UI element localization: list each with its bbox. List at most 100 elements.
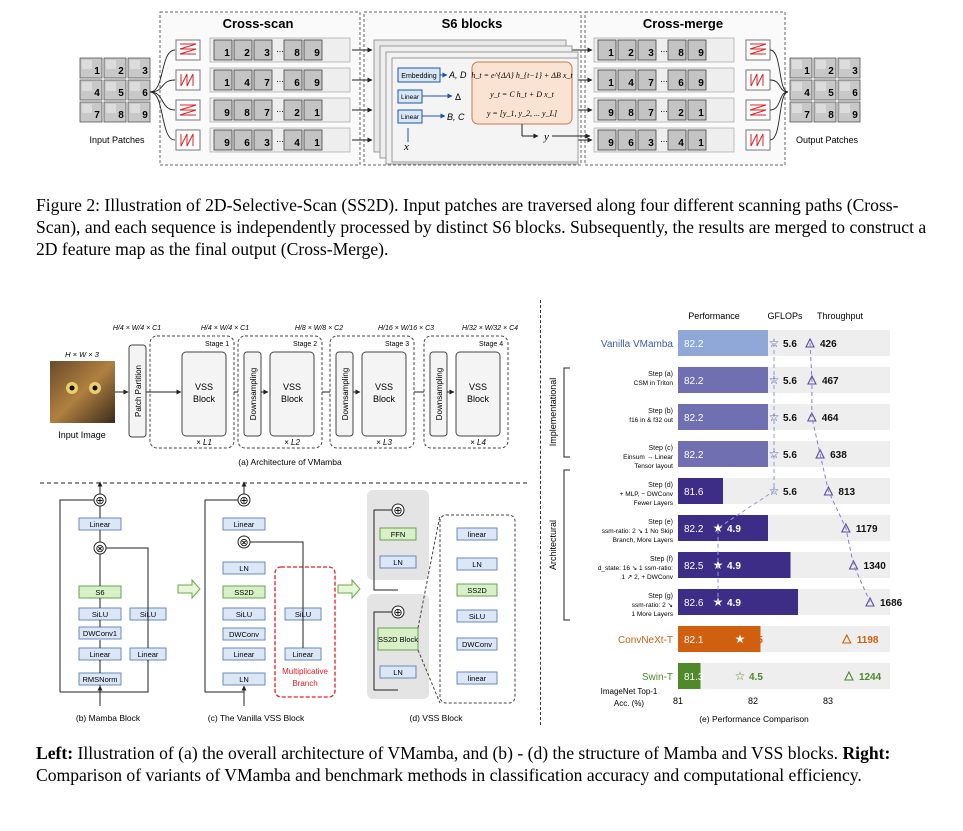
merge-sequence-patch — [637, 129, 657, 151]
scan-sequence-patch — [283, 69, 303, 91]
merge-sequence-number: 8 — [628, 108, 634, 119]
merge-ellipsis: ... — [660, 104, 668, 114]
mamba-silu-label: SiLU — [92, 610, 108, 619]
merge-sequence-number: 1 — [608, 48, 614, 59]
scan-path-arrows — [180, 73, 194, 87]
vss-d-detail-ln-box — [456, 557, 498, 571]
transition-arrow — [337, 578, 361, 600]
accuracy-value: 82.2 — [684, 339, 704, 350]
row-step-detail: Branch, More Layers — [613, 537, 674, 544]
input-grid-patch-number: 2 — [118, 66, 124, 77]
merge-sequence-number: 2 — [678, 108, 684, 119]
row-label: ConvNeXt-T — [618, 635, 673, 646]
input-image-label: Input Image — [58, 430, 106, 440]
stage-name: Stage 2 — [293, 341, 317, 348]
input-grid-patch-shade — [106, 104, 116, 113]
row-step-detail: ssm-ratio: 2 ↘ — [632, 602, 673, 609]
mamba-linear-label: Linear — [90, 650, 111, 659]
merge-sequence-number: 4 — [628, 78, 634, 89]
stage-name: Stage 1 — [205, 341, 229, 348]
merge-sequence-patch — [617, 99, 637, 121]
caption-left-bold: Left: — [36, 743, 74, 763]
throughput-trend-line — [809, 342, 871, 603]
vss-dwconv-box — [222, 627, 266, 641]
figure-3-architecture: H × W × 3 Input Image Patch Partition H/… — [40, 325, 527, 723]
input-dims: H × W × 3 — [65, 350, 100, 359]
merge-sequence-patch — [637, 39, 657, 61]
stage-repeat: × L1 — [196, 438, 212, 447]
merge-sequence-patch — [597, 129, 617, 151]
scan-sequence-strip — [209, 97, 351, 123]
accuracy-bar — [678, 626, 761, 652]
row-label: Swin-T — [642, 672, 673, 683]
mamba-s6-label: S6 — [95, 588, 104, 597]
accuracy-value: 82.1 — [684, 635, 704, 646]
multiplicative-label-1: Multiplicative — [282, 667, 328, 676]
vss-d-add-top-symbol: ⊕ — [393, 505, 402, 517]
vss-d-detail-dwconv-label: DWConv — [462, 640, 492, 649]
scan-sequence-strip — [209, 37, 351, 63]
merge-sequence-patch — [667, 99, 687, 121]
input-grid-patch-shade — [130, 60, 140, 69]
output-grid-patch-shade — [792, 60, 802, 69]
scan-sequence-number: 9 — [314, 48, 320, 59]
merge-sequence-patch — [687, 39, 707, 61]
scan-sequence-patch — [253, 39, 273, 61]
vss-d-ffn-box — [379, 527, 417, 541]
throughput-value: 1198 — [857, 635, 879, 646]
vss-block-box — [269, 351, 315, 437]
row-step-detail: Einsum → Linear — [623, 454, 674, 461]
multiplicative-label-2: Branch — [292, 679, 317, 688]
scan-path-icon — [175, 129, 201, 151]
throughput-value: 467 — [822, 376, 839, 387]
input-grid-patch-number: 9 — [142, 110, 148, 121]
figure-2-caption-text: Figure 2: Illustration of 2D-Selective-S… — [36, 195, 927, 259]
throughput-value: 813 — [838, 487, 855, 498]
input-branch-line — [149, 91, 176, 141]
throughput-value: 1686 — [880, 598, 903, 609]
accuracy-bar — [678, 552, 791, 578]
linear-label-2: Linear — [401, 114, 420, 121]
divider-vertical — [540, 300, 541, 725]
chart-subcaption: (e) Performance Comparison — [699, 714, 809, 724]
vss-block-label: VSS — [375, 382, 393, 392]
merge-path-arrows — [749, 43, 767, 55]
throughput-value: 1340 — [864, 561, 887, 572]
accuracy-bar — [678, 515, 768, 541]
multiplicative-branch-frame — [274, 566, 336, 698]
s6-delta-label: Δ — [455, 92, 461, 102]
vss-d-ln-bottom-label: LN — [393, 668, 403, 677]
scan-sequence-patch — [253, 69, 273, 91]
merge-sequence-number: 1 — [698, 138, 704, 149]
vss-d-skip-bottom — [373, 611, 398, 691]
gflops-marker: ☆ — [769, 447, 780, 461]
row-step-detail: ssm-ratio: 2 ↘ 1 No Skip — [602, 528, 674, 535]
output-grid-patch-shade — [816, 104, 826, 113]
output-grid-patch-number: 3 — [852, 66, 858, 77]
vss-block-box — [181, 351, 227, 437]
output-grid-patch-number: 6 — [852, 88, 858, 99]
stage-repeat: × L4 — [470, 438, 486, 447]
gflops-value: 4.9 — [727, 561, 741, 572]
vss-ss2d-label: SS2D — [234, 588, 254, 597]
merge-sequence-number: 9 — [698, 78, 704, 89]
merge-path-arrows — [750, 133, 764, 147]
accuracy-value: 82.2 — [684, 524, 704, 535]
downsampling-label: Downsampling — [249, 368, 258, 420]
scan-sequence-patch — [283, 39, 303, 61]
scan-sequence-number: 9 — [224, 138, 230, 149]
mamba-branch-input — [100, 660, 149, 693]
feature-dims-label: H/4 × W/4 × C1 — [201, 325, 249, 332]
input-grid-patch-shade — [82, 60, 92, 69]
vss-d-detail-ss2d-box — [456, 583, 498, 597]
gflops-value: 4.9 — [727, 598, 741, 609]
vss-d-ffn-label: FFN — [391, 530, 406, 539]
feature-dims-label: H/32 × W/32 × C4 — [462, 325, 518, 332]
vss-skip — [204, 499, 244, 693]
throughput-marker — [848, 559, 859, 570]
row-step-label: Step (d) — [648, 482, 673, 489]
vss-d-detail-ss2d-label: SS2D — [467, 586, 487, 595]
output-grid-patch-number: 2 — [828, 66, 834, 77]
